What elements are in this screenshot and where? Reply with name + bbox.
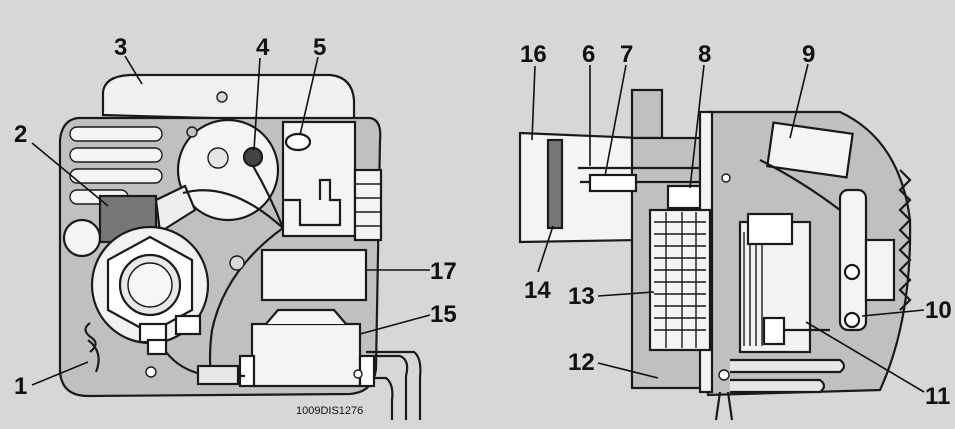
pump-column	[838, 188, 868, 332]
vent-slots	[69, 126, 163, 205]
callout-10: 10	[925, 297, 952, 324]
capacitor	[62, 218, 102, 258]
oil-valve	[762, 316, 786, 346]
callout-13: 13	[568, 283, 595, 310]
callout-16: 16	[520, 41, 547, 68]
callout-11: 11	[925, 383, 950, 410]
callout-1: 1	[14, 373, 27, 400]
fan-wheel	[648, 208, 712, 352]
photocell	[242, 146, 264, 168]
callout-6: 6	[582, 41, 595, 68]
callout-2: 2	[14, 121, 27, 148]
leader-lines	[31, 55, 925, 393]
callout-17: 17	[430, 258, 457, 285]
right-view	[518, 88, 912, 421]
callout-7: 7	[620, 41, 633, 68]
turbulator-disc	[546, 138, 564, 230]
ignition-transformer	[250, 322, 362, 388]
fan-blades	[654, 212, 706, 348]
motor-flange	[176, 118, 280, 222]
callout-15: 15	[430, 301, 457, 328]
cover-hole	[216, 91, 228, 103]
callout-4: 4	[256, 34, 270, 61]
callout-8: 8	[698, 41, 711, 68]
callout-labels: 1 2 3 4 5 6 7 8 9 10 11 12 13 14 15 16 1…	[14, 34, 952, 410]
left-view	[58, 73, 422, 420]
reset-button	[284, 132, 312, 152]
callout-14: 14	[524, 277, 551, 304]
callout-3: 3	[114, 34, 127, 61]
photocell-holder	[766, 121, 854, 179]
callout-5: 5	[313, 34, 326, 61]
relay-box	[260, 248, 368, 302]
drawing-code: 1009DIS1276	[296, 405, 363, 417]
top-cover	[101, 73, 356, 124]
callout-12: 12	[568, 349, 595, 376]
callout-9: 9	[802, 41, 815, 68]
